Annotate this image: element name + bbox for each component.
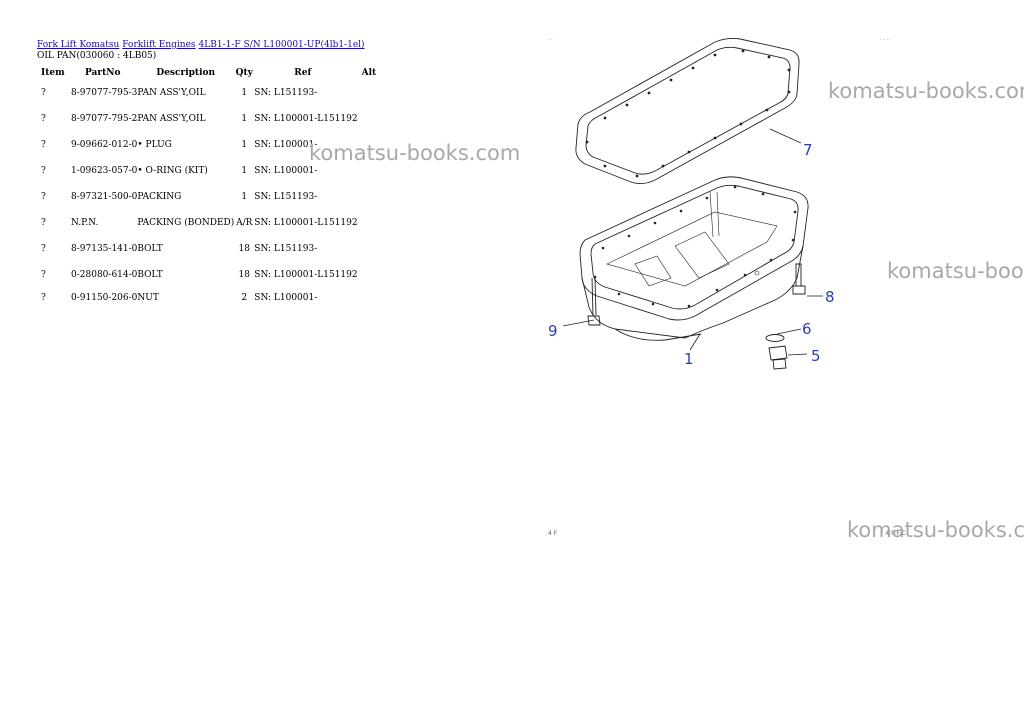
cell-partno: 8-97077-795-3 <box>71 88 138 98</box>
corner-mark-top-right: . . . . <box>880 36 892 42</box>
table-row: ? 0-91150-206-0 NUT 2 SN: L100001- <box>37 288 388 308</box>
callout-8: 8 <box>825 288 835 306</box>
column-header-qty: Qty <box>235 68 253 78</box>
cell-description: PACKING (BONDED) <box>137 218 235 228</box>
cell-ref: SN: L100001- <box>254 140 318 150</box>
table-row: ? 0-28080-614-0 BOLT 18 SN: L100001-L151… <box>37 262 388 288</box>
breadcrumb-link-forklift-engines[interactable]: Forklift Engines <box>122 40 196 50</box>
watermark-text: komatsu-books.com <box>887 259 1024 283</box>
corner-mark-bottom-left: 4 F <box>548 530 558 537</box>
oil-pan-diagram: . . . . . . 4 F F 4 F F C <box>548 36 906 537</box>
cell-qty: 18 <box>238 270 250 280</box>
cell-item: ? <box>41 192 46 202</box>
cell-item: ? <box>41 114 46 124</box>
cell-qty: A/R <box>236 218 253 228</box>
table-row: ? N.P.N. PACKING (BONDED) A/R SN: L10000… <box>37 210 388 236</box>
cell-ref: SN: L100001-L151192 <box>254 218 358 228</box>
cell-qty: 2 <box>241 293 248 303</box>
cell-qty: 1 <box>241 166 248 176</box>
cell-qty: 1 <box>241 114 248 124</box>
cell-description: BOLT <box>137 244 163 254</box>
cell-alt <box>358 106 388 132</box>
cell-ref: SN: L100001- <box>254 293 318 303</box>
cell-ref: SN: L100001-L151192 <box>254 270 358 280</box>
cell-partno: N.P.N. <box>71 218 99 228</box>
breadcrumb-link-model[interactable]: 4LB1-1-F S/N L100001-UP(4lb1-1el) <box>198 40 365 50</box>
cell-description: PACKING <box>137 192 182 202</box>
cell-item: ? <box>41 166 46 176</box>
table-row: ? 9-09662-012-0 • PLUG 1 SN: L100001- <box>37 132 388 158</box>
callout-6: 6 <box>802 320 812 338</box>
cell-description: PAN ASS'Y,OIL <box>137 88 206 98</box>
cell-item: ? <box>41 244 46 254</box>
table-row: ? 8-97135-141-0 BOLT 18 SN: L151193- <box>37 236 388 262</box>
cell-alt <box>358 184 388 210</box>
cell-ref: SN: L100001-L151192 <box>254 114 358 124</box>
callout-7: 7 <box>803 141 813 159</box>
table-row: ? 1-09623-057-0 • O-RING (KIT) 1 SN: L10… <box>37 158 388 184</box>
cell-item: ? <box>41 270 46 280</box>
cell-description: PAN ASS'Y,OIL <box>137 114 206 124</box>
callout-1: 1 <box>684 350 694 368</box>
cell-alt <box>358 288 388 308</box>
o-ring-part <box>765 334 785 342</box>
cell-partno: 1-09623-057-0 <box>71 166 138 176</box>
watermark-text: komatsu-books.com <box>847 518 1024 542</box>
cell-qty: 1 <box>241 192 248 202</box>
cell-partno: 9-09662-012-0 <box>71 140 138 150</box>
cell-alt <box>358 236 388 262</box>
column-header-alt: Alt <box>361 68 377 78</box>
cell-item: ? <box>41 293 46 303</box>
cell-ref: SN: L151193- <box>254 192 318 202</box>
parts-table: Item PartNo Description Qty Ref Alt ? 8-… <box>37 66 388 308</box>
corner-mark-bottom-right: F 4 F F C <box>880 530 906 537</box>
bolt-part <box>792 263 806 295</box>
table-row: ? 8-97077-795-3 PAN ASS'Y,OIL 1 SN: L151… <box>37 80 388 106</box>
leader-lines <box>562 128 823 356</box>
cell-item: ? <box>41 140 46 150</box>
cell-item: ? <box>41 218 46 228</box>
plug-part <box>768 345 788 370</box>
table-row: ? 8-97077-795-2 PAN ASS'Y,OIL 1 SN: L100… <box>37 106 388 132</box>
watermark-text: komatsu-books.com <box>828 79 1024 103</box>
nut-part <box>587 277 601 326</box>
table-row: ? 8-97321-500-0 PACKING 1 SN: L151193- <box>37 184 388 210</box>
cell-description: NUT <box>137 293 159 303</box>
watermark-text: komatsu-books.com <box>309 141 521 165</box>
oil-pan-part <box>579 176 809 341</box>
gasket-part <box>575 37 800 185</box>
page-subtitle: OIL PAN(030060 : 4LB05) <box>37 51 157 61</box>
cell-qty: 18 <box>238 244 250 254</box>
cell-partno: 0-28080-614-0 <box>71 270 138 280</box>
column-header-item: Item <box>41 68 65 78</box>
cell-qty: 1 <box>241 88 248 98</box>
corner-mark-top-left: . . <box>548 36 553 42</box>
cell-description: • O-RING (KIT) <box>137 166 208 176</box>
column-header-ref: Ref <box>294 68 312 78</box>
table-header-row: Item PartNo Description Qty Ref Alt <box>37 66 388 80</box>
column-header-partno: PartNo <box>85 68 121 78</box>
callout-5: 5 <box>811 347 821 365</box>
callout-9: 9 <box>548 322 558 340</box>
cell-alt <box>358 80 388 106</box>
cell-alt <box>358 210 388 236</box>
cell-partno: 8-97077-795-2 <box>71 114 138 124</box>
cell-partno: 0-91150-206-0 <box>71 293 138 303</box>
cell-ref: SN: L151193- <box>254 244 318 254</box>
cell-partno: 8-97321-500-0 <box>71 192 138 202</box>
breadcrumb-link-fork-lift-komatsu[interactable]: Fork Lift Komatsu <box>37 40 120 50</box>
cell-item: ? <box>41 88 46 98</box>
cell-description: • PLUG <box>137 140 172 150</box>
cell-ref: SN: L100001- <box>254 166 318 176</box>
cell-description: BOLT <box>137 270 163 280</box>
cell-qty: 1 <box>241 140 248 150</box>
column-header-description: Description <box>156 68 216 78</box>
cell-alt <box>358 262 388 288</box>
cell-ref: SN: L151193- <box>254 88 318 98</box>
cell-partno: 8-97135-141-0 <box>71 244 138 254</box>
